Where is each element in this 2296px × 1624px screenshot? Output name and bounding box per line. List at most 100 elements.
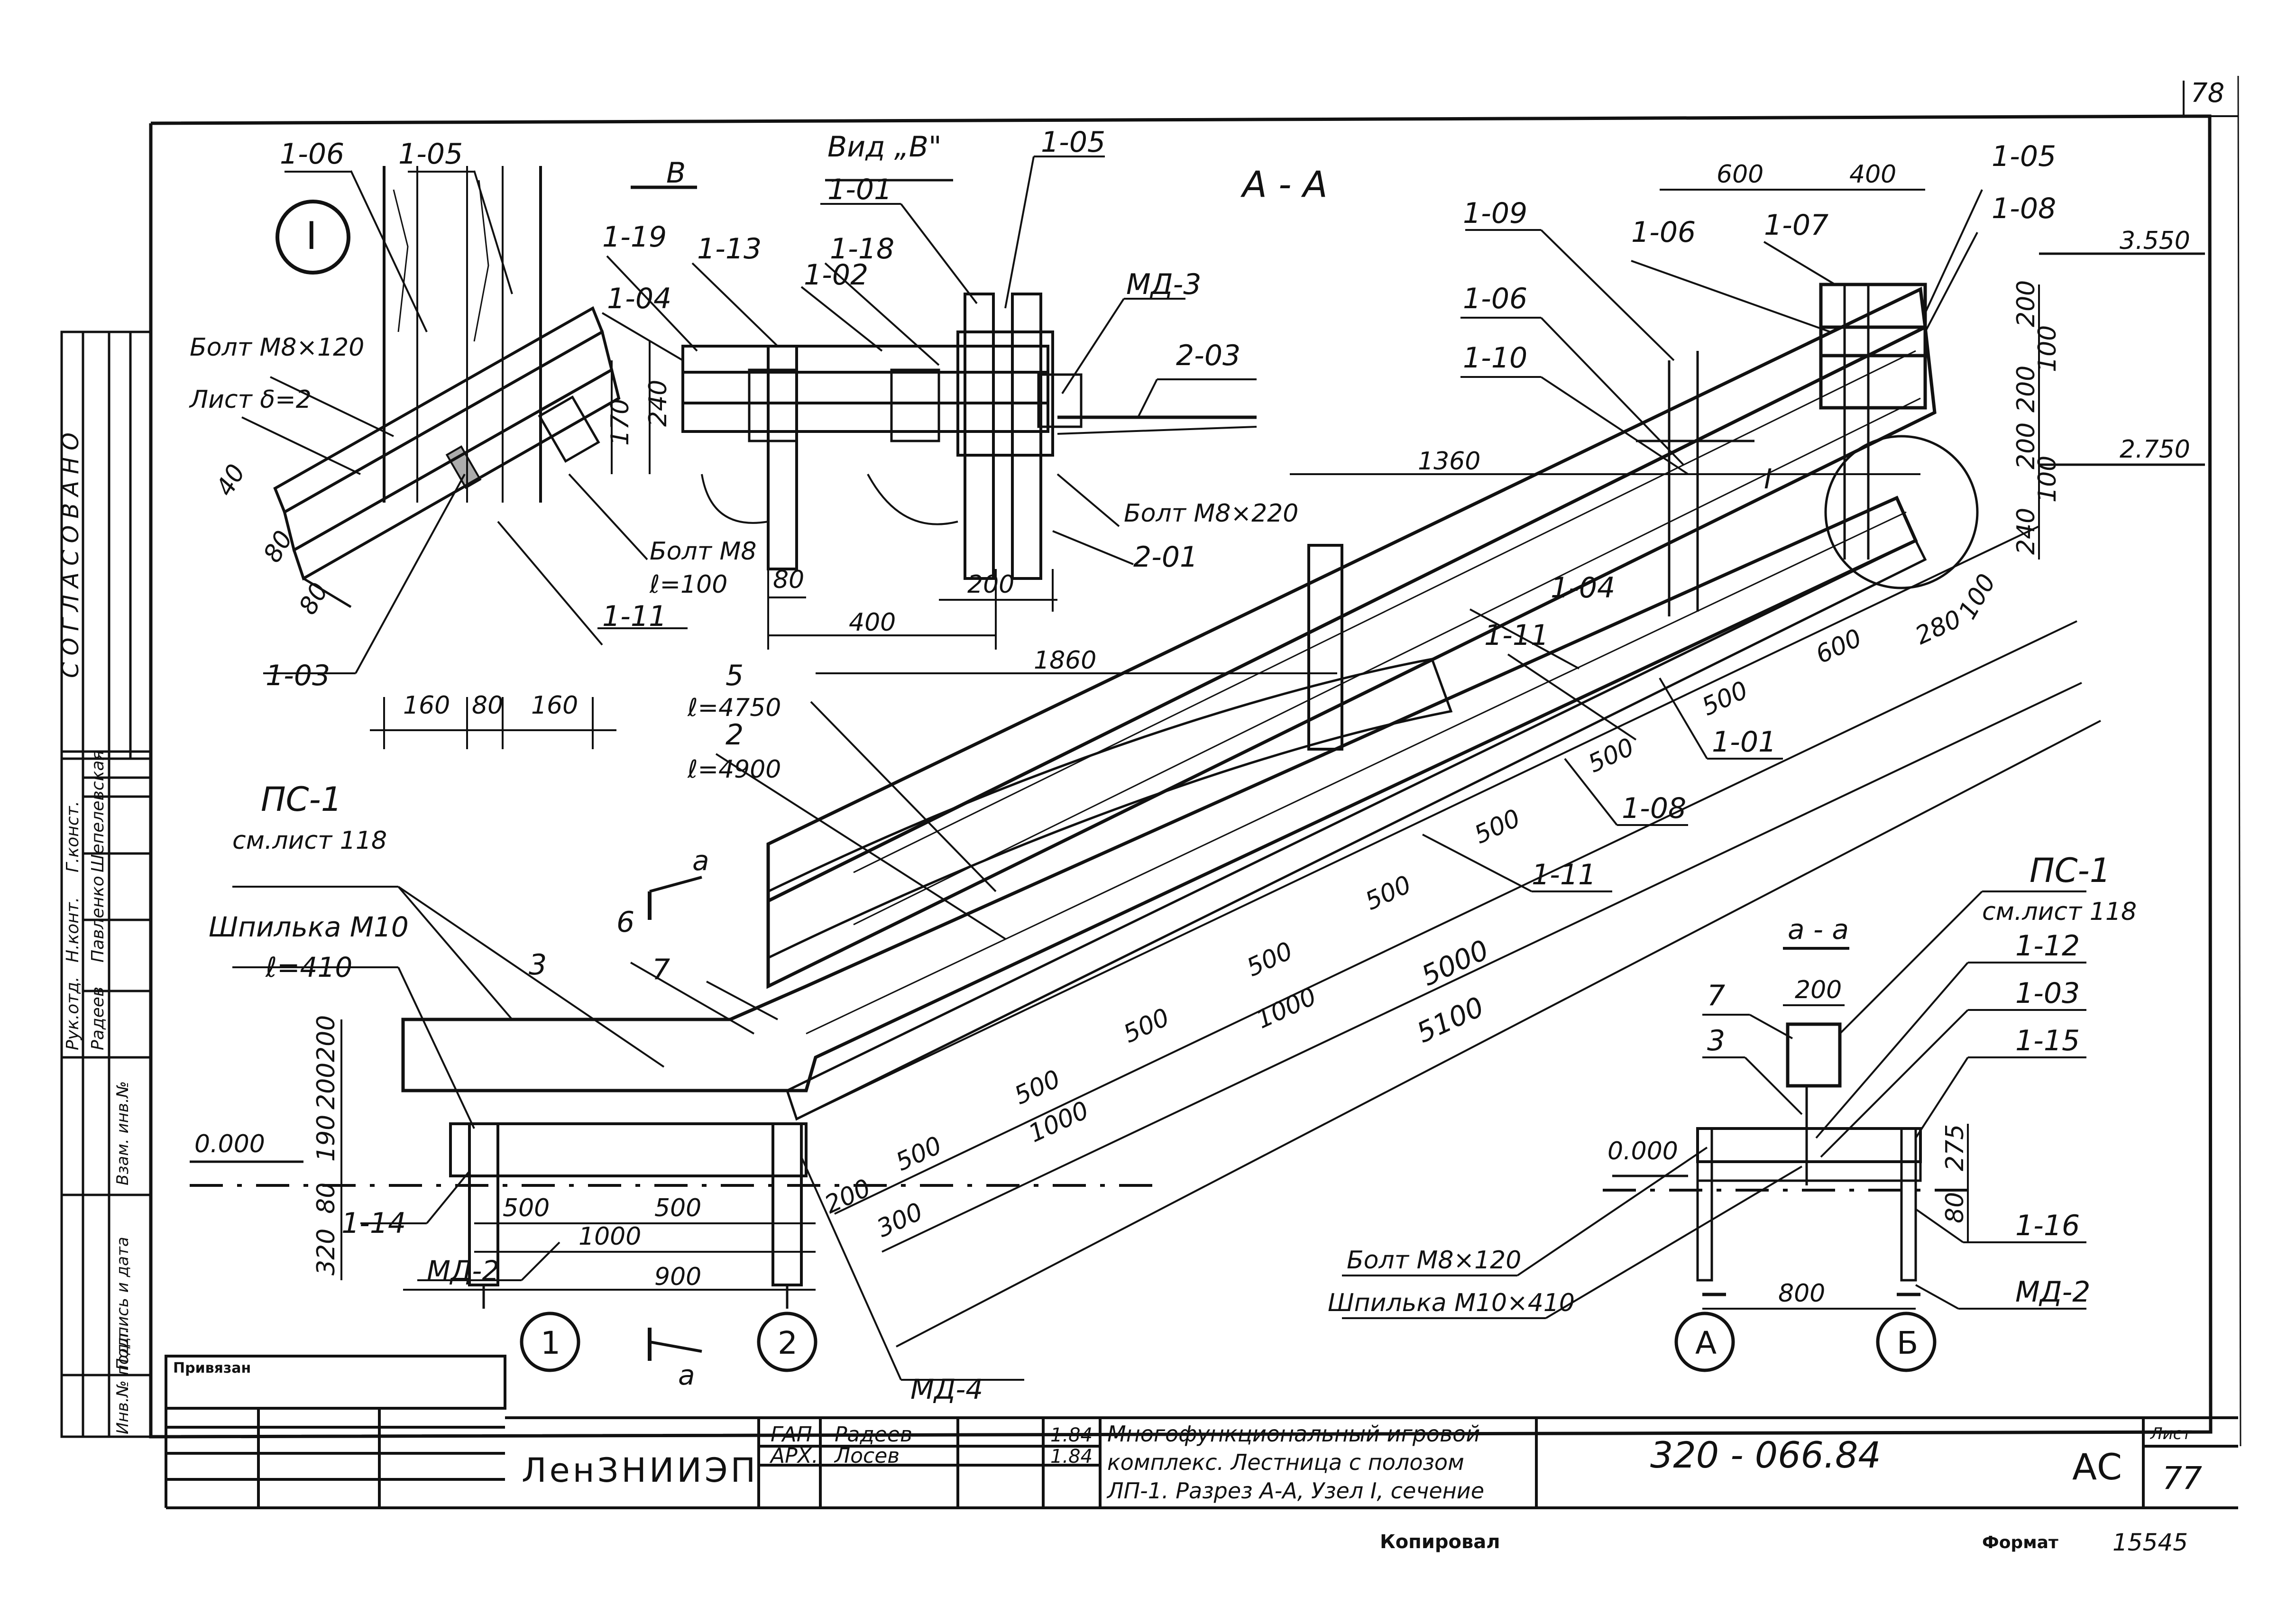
aa-dim-l-200b: 200 bbox=[312, 1063, 340, 1110]
view-b-1-05: 1-05 bbox=[1041, 126, 1105, 159]
view-b-1-19: 1-19 bbox=[602, 220, 667, 254]
stamp-role-1: Рук.отд. bbox=[63, 976, 83, 1050]
node-detail-drawing bbox=[241, 166, 688, 749]
aa-dim-b-500a: 500 bbox=[503, 1194, 550, 1222]
footer-right: Формат bbox=[1982, 1533, 2058, 1552]
aa-dim-r-100b: 100 bbox=[2033, 456, 2062, 503]
node-dim-160a: 160 bbox=[403, 691, 450, 720]
view-b-dim-400: 400 bbox=[849, 608, 896, 637]
a-a-label-see-sheet: см.лист 118 bbox=[1982, 898, 2137, 926]
node-dim-170: 170 bbox=[606, 399, 634, 446]
aa-slope-5100: 5100 bbox=[1412, 991, 1489, 1049]
left-stamp bbox=[60, 330, 152, 1438]
aa-slope-500h: 500 bbox=[891, 1131, 946, 1176]
aa-label-1-14: 1-14 bbox=[341, 1207, 406, 1240]
axis-circle-b bbox=[1876, 1312, 1937, 1372]
aa-cut-mark-bottom: а bbox=[678, 1359, 695, 1391]
view-b-1-18: 1-18 bbox=[830, 232, 894, 266]
a-a-label-stud: Шпилька М10×410 bbox=[1328, 1289, 1575, 1317]
node-label-1-03: 1-03 bbox=[266, 659, 330, 692]
section-aa-drawing bbox=[190, 189, 2205, 1381]
aa-label-5: 5 bbox=[726, 659, 744, 692]
aa-slope-500d: 500 bbox=[1361, 870, 1415, 916]
a-a-label-1-03: 1-03 bbox=[2015, 977, 2080, 1010]
aa-cut-mark-top: а bbox=[692, 844, 709, 877]
aa-label-1-11: 1-11 bbox=[1532, 858, 1596, 891]
a-a-label-md-2: МД-2 bbox=[2015, 1275, 2090, 1309]
stamp-name-2: Павленко bbox=[88, 876, 108, 963]
node-label-1-11: 1-11 bbox=[602, 600, 667, 633]
view-b-1-13: 1-13 bbox=[697, 232, 762, 266]
a-a-axis-b: Б bbox=[1897, 1325, 1918, 1361]
aa-dim-r-240: 240 bbox=[2012, 508, 2040, 555]
sheet-code: 320 - 066.84 bbox=[1650, 1434, 1881, 1476]
view-b-drawing bbox=[601, 156, 1257, 650]
node-label-1-05: 1-05 bbox=[398, 138, 463, 171]
aa-label-1-08: 1-08 bbox=[1992, 192, 2056, 225]
node-dim-80: 80 bbox=[472, 691, 503, 720]
stamp-role-3: Г.конст. bbox=[63, 801, 83, 872]
stamp-role-2: Н.конт. bbox=[63, 897, 83, 963]
aa-label-1-04: 1-04 bbox=[1551, 571, 1615, 605]
footer-code: 15545 bbox=[2112, 1529, 2188, 1556]
aa-label-l4900: ℓ=4900 bbox=[687, 755, 781, 784]
view-b-dim-200: 200 bbox=[967, 570, 1014, 599]
node-circle-label: I bbox=[306, 214, 317, 258]
a-a-level: 0.000 bbox=[1607, 1137, 1678, 1165]
a-a-dim-200: 200 bbox=[1795, 976, 1842, 1004]
aa-axis-2: 2 bbox=[778, 1325, 798, 1361]
aa-dim-600-top: 600 bbox=[1717, 160, 1763, 189]
stamp-name-1: Радеев bbox=[88, 987, 108, 1050]
node-label-l100: ℓ=100 bbox=[649, 570, 727, 599]
aa-label-1-06: 1-06 bbox=[1463, 282, 1527, 315]
aa-label-node-i: I bbox=[1764, 463, 1772, 495]
axis-circle-1 bbox=[520, 1312, 580, 1372]
aa-label-see-sheet: см.лист 118 bbox=[232, 826, 387, 855]
node-label-bolt-m8: Болт М8 bbox=[650, 537, 757, 566]
aa-label-l410: ℓ=410 bbox=[265, 951, 352, 983]
aa-dim-r-200a: 200 bbox=[2012, 280, 2040, 327]
axis-circle-a bbox=[1674, 1312, 1735, 1372]
aa-dim-r-200b: 200 bbox=[2012, 366, 2040, 413]
aa-dim-r-100a: 100 bbox=[2033, 325, 2062, 372]
aa-label-2: 2 bbox=[726, 718, 744, 752]
aa-dim-l-190: 190 bbox=[312, 1115, 340, 1162]
aa-slope-200: 200 bbox=[820, 1174, 875, 1219]
aa-label-ps-1: ПС-1 bbox=[261, 780, 342, 819]
privyazan-label: Привязан bbox=[173, 1360, 251, 1376]
node-dim-80b: 80 bbox=[294, 578, 334, 619]
sig-name-1: Радеев bbox=[835, 1422, 912, 1447]
aa-label-md-2: МД-2 bbox=[427, 1255, 499, 1287]
aa-slope-300: 300 bbox=[872, 1197, 927, 1243]
sig-role-2: АРХ. bbox=[769, 1444, 818, 1468]
stage-code: АС bbox=[2072, 1446, 2122, 1488]
aa-dim-400-top: 400 bbox=[1849, 160, 1896, 189]
aa-slope-5000: 5000 bbox=[1416, 934, 1494, 992]
org-name: ЛенЗНИИЭП bbox=[522, 1451, 758, 1490]
aa-label-6: 6 bbox=[616, 906, 634, 939]
aa-label-3: 3 bbox=[529, 948, 547, 982]
aa-slope-500g: 500 bbox=[1010, 1064, 1065, 1110]
title-line-2: комплекс. Лестница с полозом bbox=[1107, 1450, 1464, 1475]
node-circle bbox=[276, 200, 350, 275]
sheet-number: 77 bbox=[2162, 1460, 2202, 1496]
page-number-top: 78 bbox=[2191, 78, 2224, 109]
view-b-bolt: Болт М8×220 bbox=[1124, 499, 1298, 528]
aa-label-1-07: 1-07 bbox=[1764, 209, 1828, 242]
node-dim-40: 40 bbox=[211, 459, 251, 501]
aa-slope-500c: 500 bbox=[1470, 804, 1525, 849]
a-a-label-ps-1: ПС-1 bbox=[2030, 851, 2111, 890]
aa-dim-1360: 1360 bbox=[1418, 447, 1480, 476]
aa-label-1-10: 1-10 bbox=[1463, 341, 1527, 375]
stamp-field-vzam: Взам. инв.№ bbox=[113, 1081, 132, 1185]
a-a-title: а - а bbox=[1788, 913, 1849, 945]
a-a-axis-a: А bbox=[1695, 1325, 1717, 1361]
node-dim-240: 240 bbox=[644, 380, 672, 427]
title-line-1: Многофункциональный игровой bbox=[1107, 1421, 1480, 1447]
aa-label-7: 7 bbox=[652, 953, 670, 986]
node-label-bolt: Болт М8×120 bbox=[190, 333, 364, 362]
node-label-1-06: 1-06 bbox=[280, 138, 344, 171]
sig-role-1: ГАП bbox=[771, 1422, 812, 1447]
node-dim-160b: 160 bbox=[531, 691, 578, 720]
